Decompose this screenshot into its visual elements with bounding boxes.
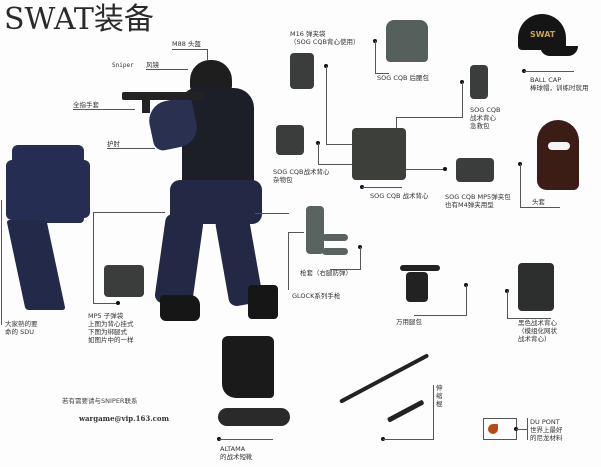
leader-line (107, 148, 155, 149)
leader-line (318, 164, 354, 165)
leader-line (524, 71, 574, 72)
leader-line (93, 303, 118, 304)
label-utility-pouch: SOG CQB战术背心 杂物包 (273, 168, 330, 184)
leader-line (93, 212, 165, 213)
contact-note: 若有需要请与SNIPER联系 (62, 397, 138, 405)
leader-line (362, 187, 402, 188)
utility-pouch-image (276, 125, 304, 155)
label-goggles: 风镜 (146, 61, 159, 69)
leader-line (330, 269, 361, 270)
boot-sole-image (218, 408, 290, 426)
label-balaclava: 头套 (532, 198, 545, 206)
officer-left-leg (153, 212, 205, 308)
leader-line (396, 117, 397, 137)
mp5-mag-pouch-image (104, 265, 144, 297)
label-mp5-mag-pouch: MP5 子弹袋 上图为背心挂式 下图为绑腿式 如图片中的一样 (88, 312, 134, 344)
label-mesh-vest: 黑色战术背心 （模组化网状 战术背心） (518, 319, 557, 343)
label-glock: GLOCK系列手枪 (292, 292, 341, 300)
contact-email[interactable]: wargame@vip.163.com (79, 414, 169, 423)
officer-helmet (190, 60, 232, 92)
leader-line (375, 41, 376, 73)
leader-line (375, 73, 389, 74)
leader-line (93, 212, 94, 304)
label-helmet: M88 头盔 (172, 40, 201, 48)
leader-line (326, 144, 362, 145)
leg-bag-strap (400, 265, 440, 271)
balaclava-image (537, 120, 579, 190)
ball-cap-image (518, 14, 566, 50)
leader-line (462, 82, 463, 117)
uniform-sleeve (6, 160, 20, 220)
leg-bag-image (406, 272, 428, 302)
leader-line (172, 49, 208, 50)
mesh-vest-image (518, 263, 554, 311)
leader-line (507, 318, 551, 319)
cap-logo-text: SWAT (530, 30, 556, 39)
holster-mag-top (322, 234, 348, 241)
boot-image (222, 336, 274, 398)
holster-mag-bottom (322, 248, 348, 255)
leader-dot (443, 167, 447, 171)
label-holster: 枪套（右腿防弹） (300, 269, 352, 277)
balaclava-eye-opening (548, 142, 570, 150)
leader-line (396, 117, 463, 118)
uniform-sleeve (76, 160, 90, 218)
leader-line (520, 207, 560, 208)
label-m16-pouch: M16 弹夹袋 （SOG CQB背心使用） (290, 30, 360, 46)
leader-line (360, 247, 361, 269)
uniform-shirt (12, 145, 84, 223)
mp5-pouch-image (456, 158, 494, 182)
ball-cap-brim (540, 46, 578, 56)
leader-line (414, 315, 467, 316)
du-pont-logo-icon (488, 424, 498, 434)
leader-line (288, 232, 304, 233)
m16-pouch-image (290, 53, 314, 89)
leader-line (318, 143, 319, 164)
label-mp5-pouch: SOG CQB MP5弹夹包 也有M4弹夹用型 (445, 193, 511, 209)
tactical-vest-image (352, 128, 406, 180)
label-gloves: 全指手套 (73, 101, 99, 109)
label-du-pont: DU PONT 世界上最好 的尼龙材料 (530, 418, 563, 442)
label-boots: ALTAMA 的战术短靴 (220, 445, 253, 461)
leader-line (507, 291, 508, 318)
baton-short-image (386, 399, 425, 423)
label-medical-pouch: SOG CQB 战术背心 急救包 (470, 106, 501, 130)
leader-line (207, 49, 208, 61)
label-elbow-pads: 护肘 (107, 140, 120, 148)
leader-line (1, 200, 2, 325)
holster-image (306, 206, 324, 254)
leader-line (146, 69, 188, 70)
leader-line (288, 232, 289, 290)
leader-line (219, 439, 273, 440)
officer-right-boot (248, 285, 278, 319)
leader-line (73, 109, 135, 110)
label-ball-cap: BALL CAP 棒球帽，训练时就用 (530, 76, 589, 92)
page-title: SWAT装备 (4, 2, 154, 37)
leader-line (516, 429, 528, 430)
medical-pouch-image (470, 65, 488, 99)
leader-line (527, 418, 528, 440)
leader-line (406, 169, 446, 170)
leader-line (255, 213, 289, 214)
leader-line (383, 439, 433, 440)
label-backpack: SOG CQB 后腰包 (377, 74, 430, 82)
baton-image (339, 353, 430, 404)
leader-line (433, 385, 434, 440)
leader-line (520, 164, 521, 207)
label-baton: 伸 缩 棍 (436, 384, 443, 408)
label-leg-bag: 万用腿包 (396, 318, 422, 326)
leader-line (326, 66, 327, 144)
label-uniform: 大家熟的要 命的 SDU (5, 320, 38, 336)
officer-left-boot (160, 295, 200, 321)
officer-torso (182, 88, 254, 188)
gun-magazine (142, 99, 150, 113)
label-tactical-vest: SOG CQB 战术背心 (370, 192, 429, 200)
leader-dot (116, 301, 120, 305)
leader-line (466, 285, 467, 315)
backpack-image (386, 20, 428, 62)
label-goggles-brand: Sniper (112, 62, 134, 69)
uniform-pants (6, 220, 66, 310)
submachine-gun (122, 92, 204, 100)
